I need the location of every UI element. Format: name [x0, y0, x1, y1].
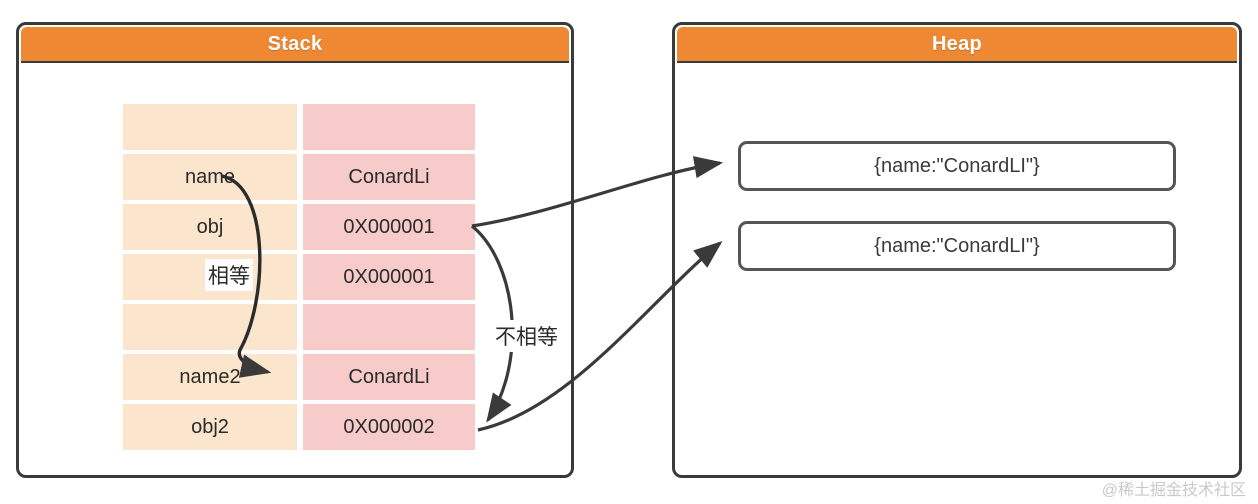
stack-cell-key: obj: [123, 204, 297, 250]
stack-cell-value: [303, 104, 475, 150]
stack-panel: Stack name ConardLi obj 0X000001 0X00000…: [16, 22, 574, 478]
table-row: [123, 104, 475, 150]
table-row: name2 ConardLi: [123, 354, 475, 400]
heap-object-label: {name:"ConardLI"}: [874, 234, 1040, 257]
stack-memory-table: name ConardLi obj 0X000001 0X000001 name…: [123, 104, 475, 450]
stack-cell-value: 0X000001: [303, 204, 475, 250]
heap-panel: Heap {name:"ConardLI"} {name:"ConardLI"}: [672, 22, 1242, 478]
table-row: obj2 0X000002: [123, 404, 475, 450]
table-row: 0X000001: [123, 254, 475, 300]
stack-cell-value: 0X000002: [303, 404, 475, 450]
table-row: [123, 304, 475, 350]
table-row: obj 0X000001: [123, 204, 475, 250]
heap-panel-title: Heap: [931, 32, 983, 55]
heap-object-label: {name:"ConardLI"}: [874, 154, 1040, 177]
table-row: name ConardLi: [123, 154, 475, 200]
stack-cell-key: [123, 104, 297, 150]
stack-cell-value: ConardLi: [303, 154, 475, 200]
stack-cell-value: 0X000001: [303, 254, 475, 300]
stack-panel-header: Stack: [21, 27, 569, 63]
heap-object-box: {name:"ConardLI"}: [738, 141, 1176, 191]
stack-cell-key: obj2: [123, 404, 297, 450]
stack-cell-key: name: [123, 154, 297, 200]
edge-label-equal: 相等: [205, 259, 253, 291]
stack-cell-key: [123, 304, 297, 350]
watermark: @稀土掘金技术社区: [1101, 482, 1246, 499]
stack-cell-key: name2: [123, 354, 297, 400]
stack-cell-value: [303, 304, 475, 350]
heap-panel-header: Heap: [677, 27, 1237, 63]
edge-label-not-equal: 不相等: [492, 320, 561, 352]
stack-panel-title: Stack: [267, 32, 323, 55]
stack-cell-value: ConardLi: [303, 354, 475, 400]
heap-object-box: {name:"ConardLI"}: [738, 221, 1176, 271]
